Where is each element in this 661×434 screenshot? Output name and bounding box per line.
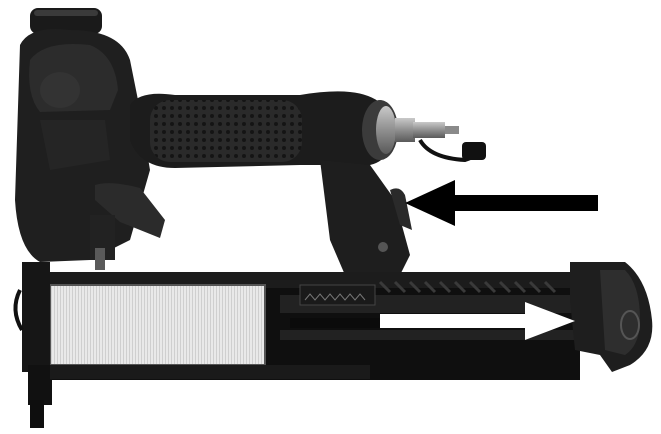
rubber-grip <box>150 100 302 162</box>
rear-body <box>320 160 412 275</box>
air-fitting <box>395 118 486 163</box>
magazine-end-cap <box>570 262 653 372</box>
exhaust-cap <box>30 8 102 34</box>
handle <box>130 91 398 168</box>
nose-piece <box>13 262 370 428</box>
magazine-ribs <box>378 280 557 294</box>
white-arrow <box>380 302 575 340</box>
trigger-lever <box>90 183 165 270</box>
staple-strip <box>49 284 266 366</box>
tool-head <box>15 29 150 262</box>
black-arrow <box>405 180 598 226</box>
